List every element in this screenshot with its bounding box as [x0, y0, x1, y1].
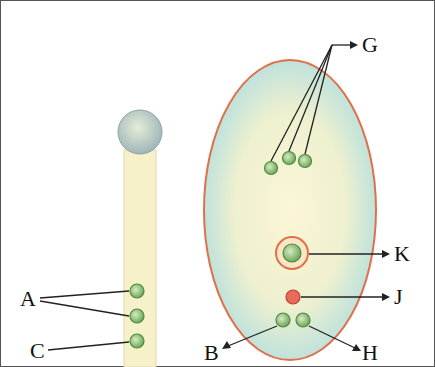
callout-letter: C [30, 340, 45, 362]
callout-letter: K [394, 243, 410, 265]
callout-letter: H [362, 342, 378, 364]
embryo-sac [204, 60, 376, 360]
callout-letter: B [204, 342, 219, 364]
callout-letter: G [362, 34, 378, 56]
pollen-tube [118, 110, 162, 367]
arrow-heads [222, 41, 390, 351]
callout-letter: A [20, 288, 36, 310]
callout-letter: J [394, 286, 403, 308]
leader-lines [40, 45, 384, 350]
